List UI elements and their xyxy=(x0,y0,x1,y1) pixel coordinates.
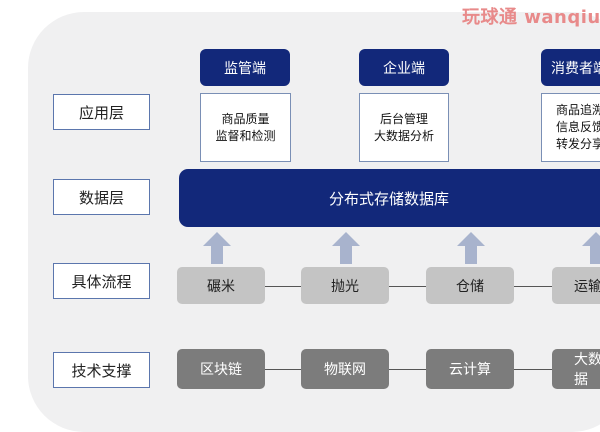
tech-iot: 物联网 xyxy=(301,349,389,389)
client-regulator-detail: 商品质量 监督和检测 xyxy=(200,93,291,162)
watermark: 玩球通 wanqiu xyxy=(462,7,600,28)
tech-big-data: 大数据 xyxy=(552,349,600,389)
client-enterprise-detail: 后台管理 大数据分析 xyxy=(359,93,449,162)
connector-line xyxy=(389,286,426,287)
client-consumer-detail: 商品追溯 信息反馈 转发分享 xyxy=(541,93,600,162)
connector-line xyxy=(265,369,301,370)
client-enterprise-header: 企业端 xyxy=(359,49,449,86)
connector-line xyxy=(514,369,552,370)
arrow-up-icon xyxy=(582,232,600,264)
database-bar: 分布式存储数据库 xyxy=(179,169,600,227)
arrow-up-icon xyxy=(457,232,485,264)
process-step-storage: 仓储 xyxy=(426,267,514,304)
client-regulator-header: 监管端 xyxy=(200,49,290,86)
client-consumer-header: 消费者端 xyxy=(541,49,600,86)
process-step-polishing: 抛光 xyxy=(301,267,389,304)
layer-label-process: 具体流程 xyxy=(53,263,150,299)
layer-label-application: 应用层 xyxy=(53,94,150,130)
process-step-transport: 运输 xyxy=(552,267,600,304)
layer-label-data: 数据层 xyxy=(53,179,150,215)
tech-cloud-computing: 云计算 xyxy=(426,349,514,389)
connector-line xyxy=(389,369,426,370)
tech-blockchain: 区块链 xyxy=(177,349,265,389)
layer-label-tech: 技术支撑 xyxy=(53,352,150,388)
arrow-up-icon xyxy=(203,232,231,264)
connector-line xyxy=(514,286,552,287)
connector-line xyxy=(265,286,301,287)
process-step-milling: 碾米 xyxy=(177,267,265,304)
arrow-up-icon xyxy=(332,232,360,264)
